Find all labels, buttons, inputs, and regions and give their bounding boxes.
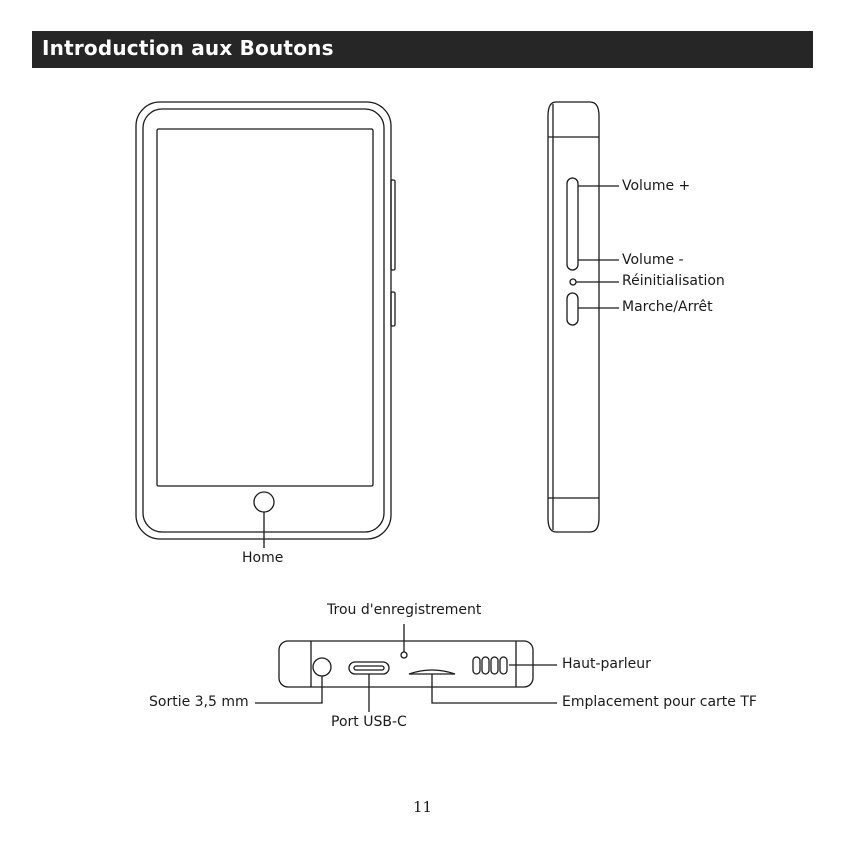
headphone-jack-icon xyxy=(313,658,331,676)
front-view xyxy=(136,102,395,548)
power-button-icon xyxy=(567,293,578,325)
recording-hole-icon xyxy=(401,652,407,658)
label-tf-slot: Emplacement pour carte TF xyxy=(562,694,757,710)
side-view xyxy=(548,102,619,532)
front-body-inner xyxy=(143,109,384,532)
home-button-icon xyxy=(254,492,274,512)
label-home: Home xyxy=(242,550,283,566)
bottom-view xyxy=(255,624,557,712)
front-screen xyxy=(157,129,373,486)
label-usb-port: Port USB-C xyxy=(331,714,407,730)
label-reset: Réinitialisation xyxy=(622,273,725,289)
speaker-grille-icon-1 xyxy=(473,657,480,674)
speaker-grille-icon-4 xyxy=(500,657,507,674)
side-body-outline xyxy=(548,102,599,532)
label-volume-up: Volume + xyxy=(622,178,690,194)
speaker-grille-icon-3 xyxy=(491,657,498,674)
reset-hole-icon xyxy=(570,279,576,285)
label-speaker: Haut-parleur xyxy=(562,656,651,672)
speaker-grille-icon-2 xyxy=(482,657,489,674)
front-side-button-top xyxy=(391,180,395,270)
front-side-button-bottom xyxy=(391,292,395,326)
tf-slot-icon xyxy=(409,670,455,674)
page-number: 11 xyxy=(0,798,845,816)
tf-slot-leader xyxy=(432,674,557,703)
bottom-body-outline xyxy=(279,641,533,687)
usb-c-port-inner xyxy=(354,666,384,670)
label-volume-down: Volume - xyxy=(622,252,684,268)
label-recording-hole: Trou d'enregistrement xyxy=(327,602,481,618)
front-body-outer xyxy=(136,102,391,539)
label-headphone-out: Sortie 3,5 mm xyxy=(149,694,249,710)
usb-c-port-icon xyxy=(349,662,389,674)
volume-button-icon xyxy=(567,178,578,270)
label-power: Marche/Arrêt xyxy=(622,299,713,315)
headphone-leader xyxy=(255,676,322,703)
